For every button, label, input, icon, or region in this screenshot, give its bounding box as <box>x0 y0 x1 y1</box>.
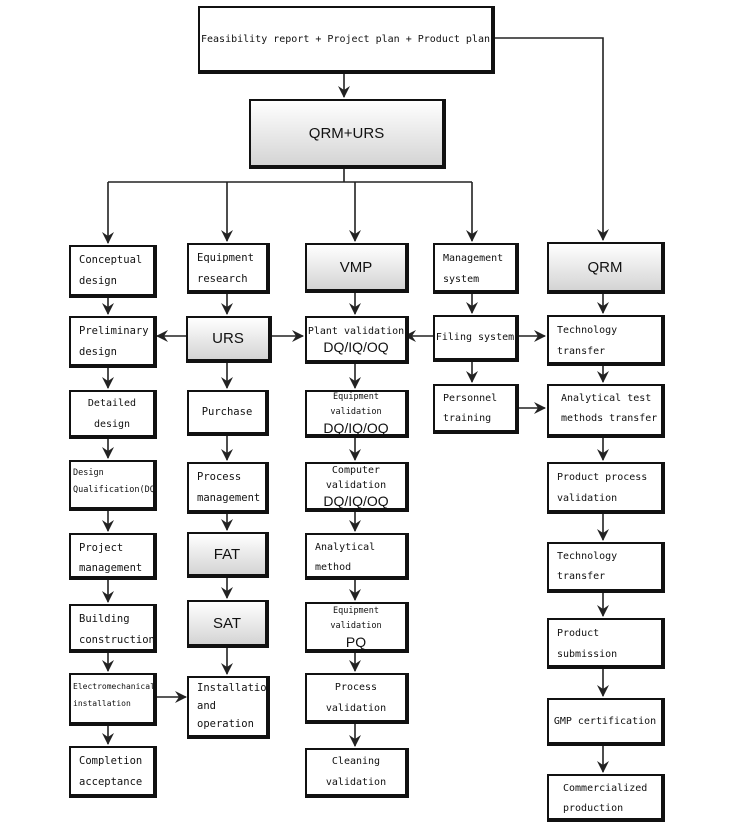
computer-validation-label: Computer validation <box>325 465 387 491</box>
node-equipment-research: Equipment research <box>187 243 270 294</box>
node-plant-validation: Plant validation DQ/IQ/OQ <box>305 316 409 364</box>
computer-validation-stages: DQ/IQ/OQ <box>323 493 389 509</box>
node-purchase: Purchase <box>187 390 269 436</box>
node-fat: FAT <box>187 532 269 578</box>
node-urs: URS <box>186 316 272 363</box>
node-completion-acceptance: Completion acceptance <box>69 746 157 798</box>
plant-validation-label: Plant validation <box>307 325 405 337</box>
node-gmp-certification: GMP certification <box>547 698 665 746</box>
node-computer-validation: Computer validation DQ/IQ/OQ <box>305 462 409 512</box>
node-sat: SAT <box>187 600 269 648</box>
equipment-validation-pq-label: Equipment validation <box>330 605 382 631</box>
node-equipment-validation-pq: Equipment validation PQ <box>305 602 409 653</box>
node-personnel-training: Personnel training <box>433 384 519 434</box>
node-cleaning-validation: Cleaning validation <box>305 748 409 798</box>
node-electromechanical-installation: Electromechanical installation <box>69 673 157 726</box>
node-tech-transfer-plan: Technology transfer plan <box>547 315 665 366</box>
node-qrm: QRM <box>547 242 665 294</box>
node-commercialized-production: Commercialized production <box>547 774 665 822</box>
node-filing-system: Filing system <box>433 315 519 362</box>
node-detailed-design: Detailed design <box>69 390 157 439</box>
node-management-system: Management system <box>433 243 519 294</box>
node-installation-operation-test: Installation and operation test <box>187 676 270 739</box>
node-preliminary-design: Preliminary design <box>69 316 157 368</box>
node-product-process-validation: Product process validation <box>547 462 665 514</box>
node-building-construction: Building construction <box>69 604 157 653</box>
arrow-plan-to-qrm <box>493 37 609 241</box>
node-conceptual-design: Conceptual design <box>69 245 157 298</box>
plant-validation-stages: DQ/IQ/OQ <box>323 338 389 355</box>
node-qrm-urs: QRM+URS <box>249 99 446 169</box>
node-project-management: Project management <box>69 533 157 580</box>
node-design-qualification: Design Qualification(DQ) <box>69 460 157 511</box>
node-product-submission: Product submission for approval <box>547 618 665 669</box>
node-analytical-test-transfer: Analytical test methods transfer <box>547 384 665 438</box>
node-equipment-validation: Equipment validation DQ/IQ/OQ <box>305 390 409 438</box>
node-plan: Feasibility report + Project plan + Prod… <box>198 6 495 74</box>
node-process-validation: Process validation <box>305 673 409 724</box>
equipment-validation-pq-stage: PQ <box>345 633 367 650</box>
equipment-validation-label: Equipment validation <box>330 392 382 417</box>
node-analytical-method-validation: Analytical method validation <box>305 533 409 580</box>
equipment-validation-stages: DQ/IQ/OQ <box>323 420 389 436</box>
node-process-management: Process management <box>187 462 269 514</box>
node-tech-transfer-report: Technology transfer report <box>547 542 665 593</box>
node-vmp: VMP <box>305 243 409 293</box>
